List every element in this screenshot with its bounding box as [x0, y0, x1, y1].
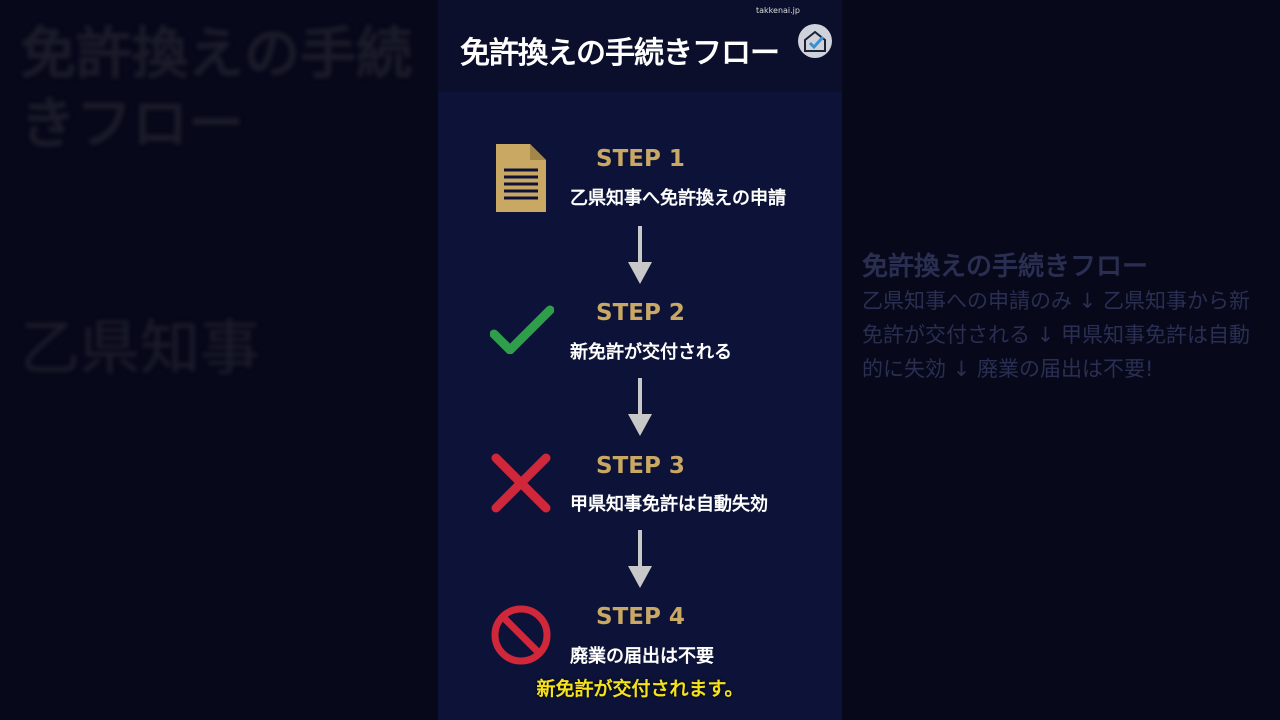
step-4-text: 廃業の届出は不要 [570, 646, 714, 667]
document-icon [496, 144, 546, 212]
video-frame: 免許換えの手続きフロー takkenai.jp STEP 1 乙県知事へ免許換え… [438, 0, 842, 720]
cross-icon [491, 453, 551, 513]
arrow-down-icon [628, 378, 652, 436]
subtitle-caption: 新免許が交付されます。 [536, 678, 744, 700]
arrow-down-icon [628, 226, 652, 284]
step-2-label: STEP 2 [596, 300, 685, 326]
check-icon [490, 305, 554, 354]
step-1-label: STEP 1 [596, 146, 685, 172]
step-2-text: 新免許が交付される [570, 342, 732, 363]
house-check-logo-icon [798, 24, 832, 58]
step-3-text: 甲県知事免許は自動失効 [570, 494, 768, 515]
prohibited-icon [491, 605, 551, 665]
step-3-label: STEP 3 [596, 453, 685, 479]
step-4-label: STEP 4 [596, 604, 685, 630]
bg-body: 乙県知事 [20, 314, 260, 384]
arrow-down-icon [628, 530, 652, 588]
ghost-title: 免許換えの手続きフロー [862, 252, 1149, 282]
page-title: 免許換えの手続きフロー [460, 36, 780, 71]
bg-title: 免許換えの手続きフロー [20, 22, 412, 157]
ghost-overlay: 免許換えの手続きフロー 乙県知事への申請のみ ↓ 乙県知事から新免許が交付される… [862, 250, 1262, 386]
header: 免許換えの手続きフロー takkenai.jp [438, 0, 842, 92]
step-1-text: 乙県知事へ免許換えの申請 [570, 188, 786, 209]
logo-text: takkenai.jp [756, 6, 800, 15]
ghost-body: 乙県知事への申請のみ ↓ 乙県知事から新免許が交付される ↓ 甲県知事免許は自動… [862, 289, 1250, 381]
